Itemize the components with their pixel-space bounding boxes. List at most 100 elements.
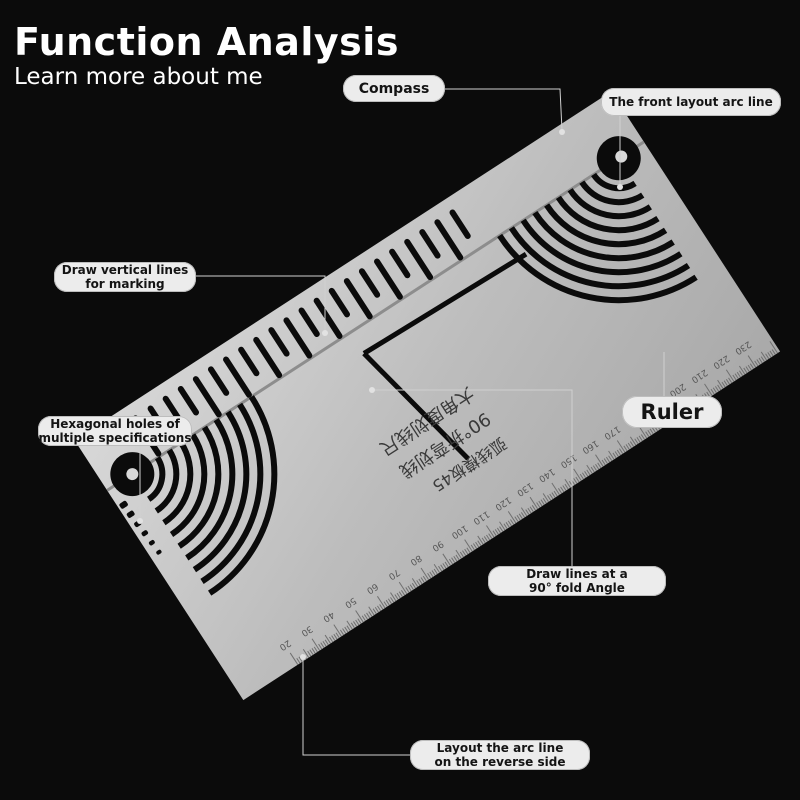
ruler-tick <box>710 388 715 395</box>
ruler-tick <box>529 496 539 510</box>
vertical-slot <box>268 327 290 357</box>
ruler-tick <box>302 648 310 658</box>
ruler-tick <box>355 610 364 623</box>
ruler-tick <box>475 541 480 548</box>
ruler-tick <box>505 522 510 528</box>
ruler-tick <box>492 530 497 537</box>
ruler-tick <box>333 624 342 637</box>
ruler-tick <box>494 529 499 535</box>
fold-angle-slot-b <box>362 351 470 461</box>
ruler-tick <box>745 366 750 372</box>
reverse-arc-group <box>146 395 278 596</box>
ruler-tick <box>377 596 386 609</box>
ruler-tick <box>483 536 488 542</box>
ruler-tick <box>608 455 613 462</box>
ruler-tick <box>409 584 414 590</box>
ruler-tick <box>411 582 417 589</box>
ruler-tick <box>324 634 331 644</box>
ruler-tick <box>738 370 744 377</box>
vertical-slot <box>298 307 320 338</box>
ruler-tick <box>357 618 362 624</box>
ruler-tick <box>350 622 355 629</box>
ruler-tick <box>311 648 316 654</box>
ruler-tick <box>531 505 536 511</box>
reverse-arc <box>162 440 194 526</box>
ruler-tick <box>387 598 393 605</box>
vertical-slot <box>192 376 222 418</box>
ruler-tick <box>418 578 423 585</box>
leader-dots <box>137 129 623 660</box>
vertical-slot-group <box>132 209 471 457</box>
vertical-slot <box>283 317 313 359</box>
ruler-tick <box>361 615 366 622</box>
ruler-tick <box>488 533 493 539</box>
ruler-tick <box>738 365 746 375</box>
ruler-tick <box>442 553 451 566</box>
ruler-tick <box>390 597 395 603</box>
ruler-tick <box>416 580 421 586</box>
vertical-slot <box>328 287 350 318</box>
ruler-tick <box>579 473 584 480</box>
ruler-tick <box>516 514 521 521</box>
ruler-tick <box>477 540 482 547</box>
vertical-slot <box>343 278 373 320</box>
vertical-slot <box>434 219 464 261</box>
ruler-tick <box>758 357 763 364</box>
ruler-tick <box>586 464 593 474</box>
front-arc-callout: The front layout arc line <box>601 88 781 116</box>
ruler-tick <box>396 592 401 599</box>
ruler-tick <box>736 371 741 378</box>
ruler-tick <box>339 629 345 636</box>
ruler-tick <box>520 507 528 517</box>
ruler-tick <box>514 516 519 522</box>
front-arc <box>555 195 660 234</box>
ruler-tick <box>597 462 602 469</box>
ruler-tick <box>433 568 438 575</box>
ruler-tick <box>640 434 645 440</box>
ruler-tick <box>538 500 543 507</box>
hex-hole <box>148 540 155 546</box>
ruler-tick <box>536 502 541 508</box>
hex-hole <box>126 510 135 518</box>
hex-holes-callout: Hexagonal holes of multiple specificatio… <box>38 416 192 446</box>
reverse-arc <box>208 395 278 596</box>
ruler-tick <box>320 642 325 648</box>
ruler-tick <box>368 611 373 617</box>
ruler-tick <box>717 384 722 391</box>
ruler-tick <box>619 448 624 454</box>
ruler-tick <box>429 571 434 578</box>
ruler-tick <box>765 353 770 360</box>
ruler-tick <box>322 640 327 647</box>
ruler-tick <box>614 451 619 457</box>
ruler-tick <box>747 355 757 368</box>
ruler-tick <box>368 606 375 616</box>
ruler-tick <box>355 619 360 626</box>
ruler-tick <box>564 483 569 490</box>
ruler-tick <box>296 657 301 664</box>
ruler-tick <box>307 650 312 657</box>
ruler-tick <box>309 649 314 656</box>
ruler-tick <box>477 535 484 545</box>
ruler-tick <box>573 478 578 484</box>
ruler-tick <box>455 554 460 561</box>
ruler-tick <box>616 440 626 453</box>
ruler-tick <box>335 632 340 639</box>
ruler-tick <box>470 544 475 551</box>
vertical-slot <box>313 297 343 339</box>
ruler-tick <box>374 606 379 613</box>
ruler-tick <box>377 605 382 612</box>
ruler-tick <box>704 383 713 396</box>
ruler-tick <box>575 476 580 483</box>
ruler-tick <box>394 594 399 600</box>
ruler-tick <box>411 578 419 588</box>
front-arc <box>567 188 652 220</box>
ruler-tick <box>557 488 563 494</box>
vertical-slot <box>449 209 471 239</box>
ruler-tick <box>645 431 650 437</box>
ruler-tick <box>448 558 454 565</box>
ruler-tick <box>595 454 604 467</box>
ruler-tick <box>472 543 478 549</box>
ruler-tick <box>486 534 491 541</box>
vertical-slot <box>223 356 252 398</box>
